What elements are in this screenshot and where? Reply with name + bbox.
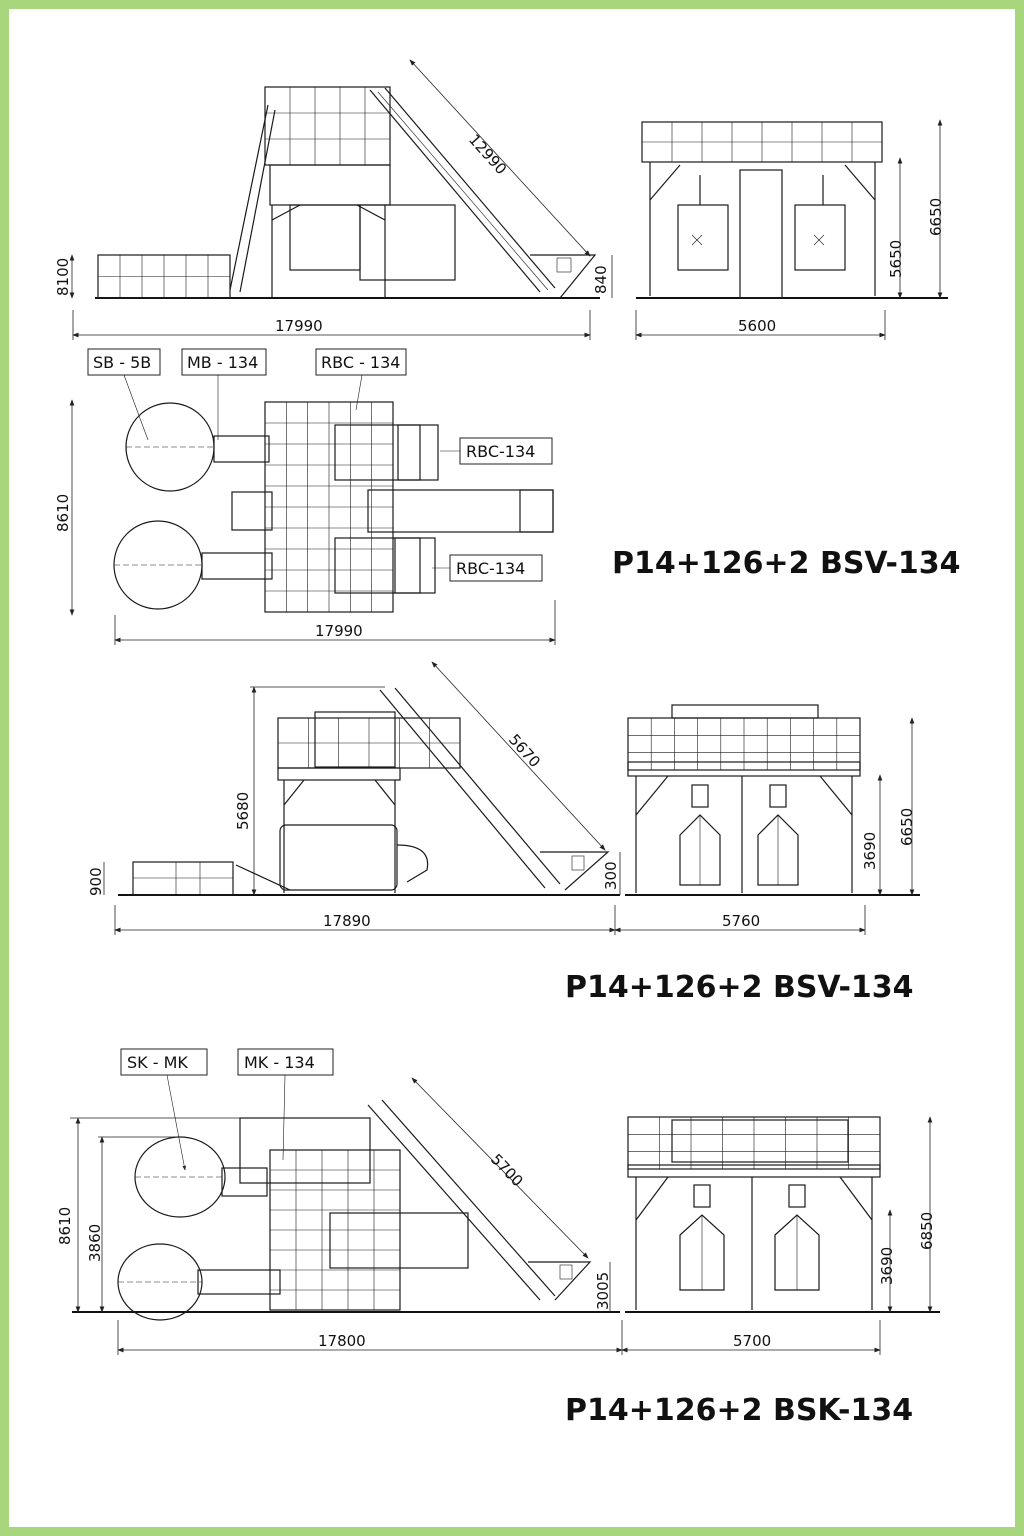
dim-overall-length: 17990	[275, 317, 323, 335]
dim-front-width-2: 5760	[722, 912, 760, 930]
label-sk-mk: SK - MK	[127, 1053, 188, 1072]
dim-hopper-height: 840	[592, 265, 610, 294]
side-view-2: 5670 5680 900 300 17890	[87, 661, 621, 935]
dim-total-height-2: 6650	[898, 808, 916, 846]
side-view-1: 12990 8100 840 17990	[54, 59, 613, 340]
dim-front-width: 5600	[738, 317, 776, 335]
dim-left-height: 8100	[54, 258, 72, 296]
side-view-3: SK - MK MK - 134 5700 8610 3860 3005 178…	[56, 1048, 623, 1355]
dim-plan-length: 17990	[315, 622, 363, 640]
plan-view: SB - 5B MB - 134 RBC - 134 RBC-134 RBC-1…	[54, 348, 961, 645]
dim-inner-height: 5650	[887, 240, 905, 278]
model-title-3: P14+126+2 BSK-134	[565, 1393, 913, 1428]
model-title-1: P14+126+2 BSV-134	[612, 546, 961, 581]
dim-overall-length-2: 17890	[323, 912, 371, 930]
label-mb-134: MB - 134	[187, 353, 258, 372]
dim-conveyor-length-3: 5700	[487, 1150, 526, 1190]
dim-total-height: 6650	[927, 198, 945, 236]
dim-total-height-3: 6850	[918, 1212, 936, 1250]
front-view-2: 3690 6650 5760	[614, 704, 920, 935]
front-view-1: 5650 6650 5600	[635, 119, 948, 340]
dim-total-width-3: 8610	[56, 1207, 74, 1245]
front-view-3: 3690 6850 5700	[621, 1116, 940, 1355]
dim-hopper-height-2: 300	[602, 861, 620, 890]
label-rbc-134-lower: RBC-134	[456, 559, 525, 578]
dim-conveyor-length-2: 5670	[505, 731, 544, 771]
dim-front-width-3: 5700	[733, 1332, 771, 1350]
label-rbc-134-upper: RBC-134	[466, 442, 535, 461]
dim-inner-height-3: 3690	[878, 1247, 896, 1285]
model-title-2: P14+126+2 BSV-134	[565, 970, 914, 1005]
dim-conveyor-length: 12990	[465, 131, 510, 179]
label-rbc-134-top: RBC - 134	[321, 353, 400, 372]
dim-silo-height: 3860	[86, 1224, 104, 1262]
dim-tower-height: 5680	[234, 792, 252, 830]
label-mk-134: MK - 134	[244, 1053, 315, 1072]
dim-plan-width: 8610	[54, 494, 72, 532]
label-sb-5b: SB - 5B	[93, 353, 151, 372]
dim-left-height-2: 900	[87, 867, 105, 896]
dim-hopper-height-3: 3005	[594, 1272, 612, 1310]
dim-overall-length-3: 17800	[318, 1332, 366, 1350]
dim-inner-height-2: 3690	[861, 832, 879, 870]
